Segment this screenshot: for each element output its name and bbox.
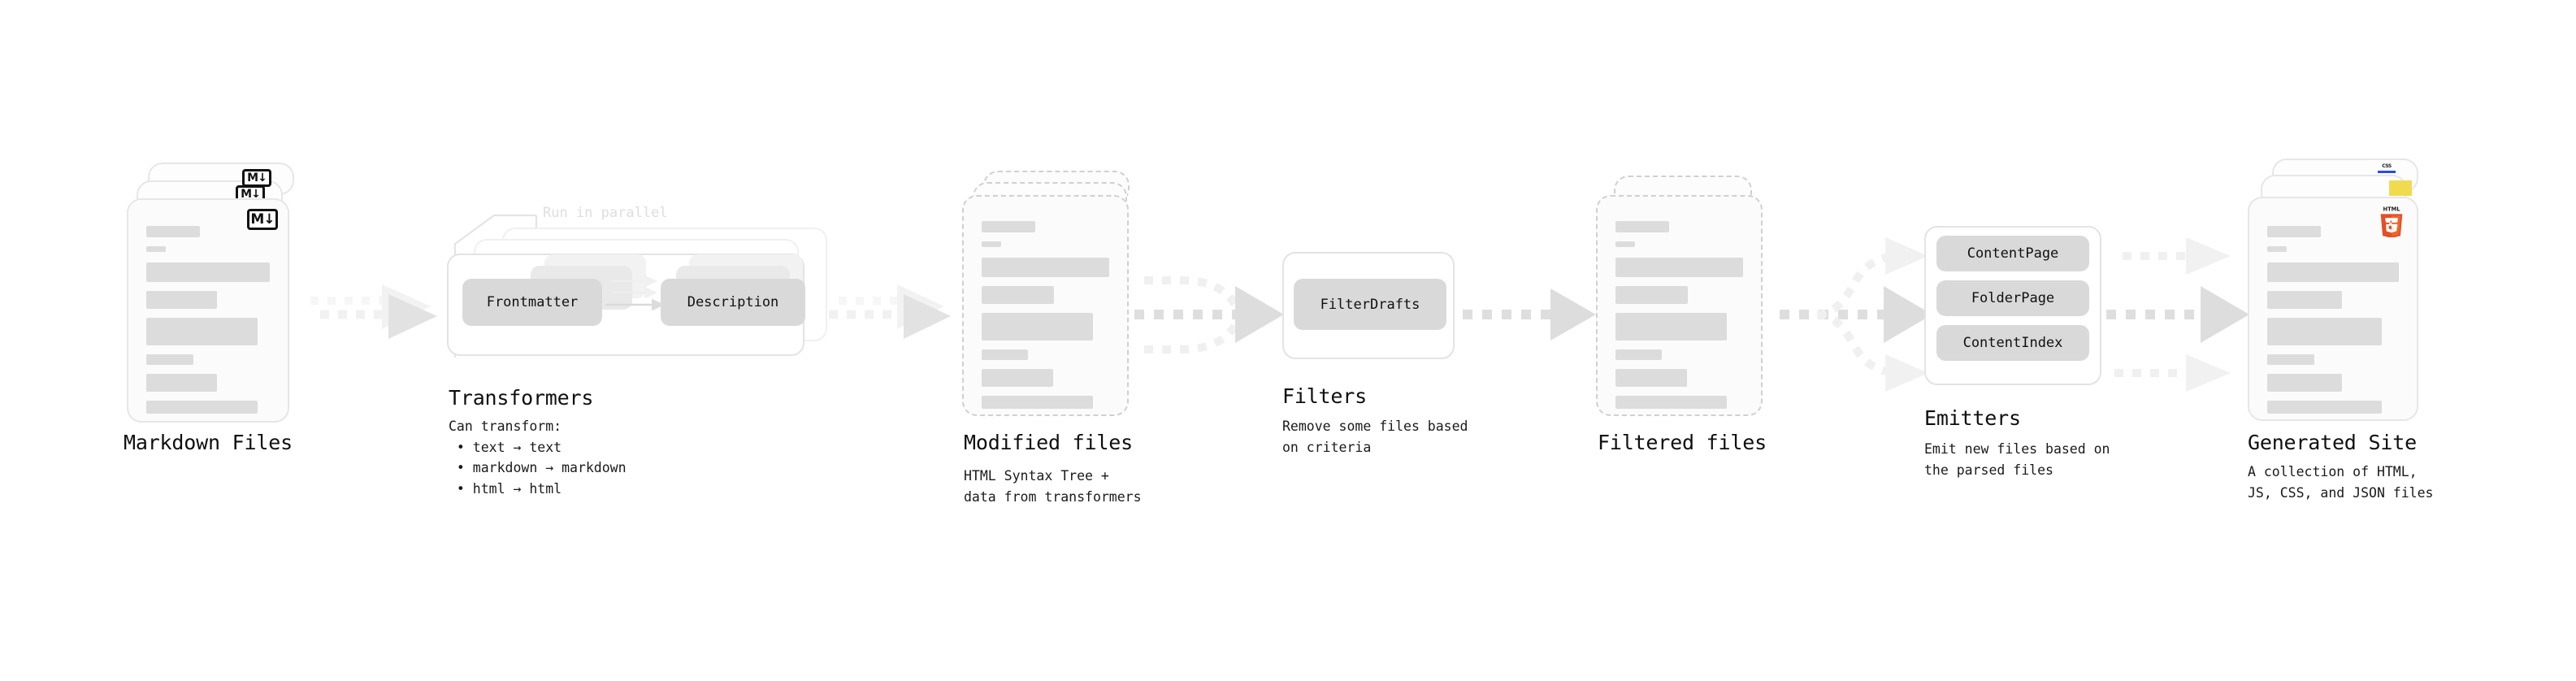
text-line (146, 354, 193, 365)
text-line (2267, 374, 2343, 392)
generated-site-title: Generated Site (2248, 431, 2417, 454)
frontmatter-chip[interactable]: Frontmatter (462, 279, 602, 326)
modified-card-lines (982, 221, 1109, 418)
text-line (982, 313, 1093, 340)
markdown-card-lines (146, 226, 270, 423)
generated-card-front: HTML (2248, 197, 2418, 421)
markdown-icon-back: M↓ (242, 169, 271, 187)
text-line (1615, 349, 1662, 360)
text-line (2267, 401, 2382, 414)
text-line (982, 349, 1028, 360)
arrow-filters-to-filtered (1463, 288, 1596, 340)
text-line (982, 369, 1053, 387)
text-line (2267, 318, 2382, 345)
description-chip[interactable]: Description (661, 279, 805, 326)
contentpage-chip[interactable]: ContentPage (1936, 236, 2089, 271)
text-line (146, 374, 217, 392)
html5-icon: HTML (2380, 206, 2403, 237)
arrow-markdown-to-transformers (310, 284, 437, 339)
text-line (146, 226, 200, 237)
generated-card-lines (2267, 226, 2399, 423)
stage-transformers: Frontmatter Description Frontmatter Desc… (439, 228, 829, 366)
text-line (1615, 286, 1689, 304)
stage-emitters: ContentPage FolderPage ContentIndex (1924, 226, 2119, 397)
filtered-files-title: Filtered files (1598, 431, 1767, 454)
filters-subtitle: Remove some files based on criteria (1282, 419, 1468, 455)
text-line (2267, 226, 2321, 237)
text-line (1615, 313, 1727, 340)
modified-files-title: Modified files (964, 431, 1133, 454)
modified-card-front (962, 195, 1129, 416)
text-line (146, 401, 258, 414)
css-icon-bar (2378, 171, 2396, 173)
emitters-subtitle: Emit new files based on the parsed files (1924, 441, 2110, 478)
text-line (982, 241, 1001, 247)
text-line (146, 291, 217, 309)
text-line (146, 246, 166, 252)
text-line (2267, 246, 2287, 252)
stage-modified-files (959, 171, 1170, 431)
text-line (2267, 354, 2315, 365)
contentindex-chip[interactable]: ContentIndex (1936, 325, 2089, 361)
filters-title: Filters (1282, 384, 1367, 408)
text-line (146, 262, 270, 282)
text-line (2267, 291, 2343, 309)
css-icon: CSS (2378, 163, 2396, 173)
stage-generated-site: CSS HTML (2243, 158, 2454, 427)
text-line (146, 318, 258, 345)
transformers-subtitle: Can transform: • text → text • markdown … (449, 419, 627, 497)
stage-filtered-files (1593, 171, 1804, 431)
folderpage-chip[interactable]: FolderPage (1936, 280, 2089, 316)
arrow-emitters-to-generated (2106, 237, 2249, 392)
text-line (1615, 396, 1727, 409)
modified-files-subtitle: HTML Syntax Tree + data from transformer… (964, 468, 1142, 505)
text-line (1615, 241, 1635, 247)
svg-text:HTML: HTML (2383, 206, 2401, 213)
markdown-icon: M↓ (247, 209, 278, 230)
filtered-card-lines (1615, 221, 1743, 418)
emitters-title: Emitters (1924, 406, 2021, 430)
stage-markdown-files: M↓ M↓ M↓ (122, 163, 325, 423)
markdown-files-title: Markdown Files (124, 431, 293, 454)
js-icon (2389, 180, 2412, 196)
generated-site-subtitle: A collection of HTML, JS, CSS, and JSON … (2248, 464, 2434, 501)
text-line (1615, 258, 1743, 277)
text-line (1615, 221, 1669, 232)
text-line (982, 221, 1035, 232)
text-line (982, 286, 1055, 304)
text-line (2267, 262, 2399, 282)
arrow-transformers-to-modified (829, 284, 951, 339)
transformer-inner-arrows (605, 275, 665, 311)
filterdrafts-chip[interactable]: FilterDrafts (1294, 279, 1446, 330)
transformers-title: Transformers (449, 386, 594, 410)
text-line (982, 396, 1093, 409)
css-icon-label: CSS (2382, 163, 2392, 169)
text-line (982, 258, 1109, 277)
run-in-parallel-label: Run in parallel (543, 205, 668, 221)
stage-filters: FilterDrafts (1282, 252, 1461, 366)
filtered-card-front (1596, 195, 1763, 416)
markdown-card-front: M↓ (127, 198, 289, 423)
text-line (1615, 369, 1687, 387)
